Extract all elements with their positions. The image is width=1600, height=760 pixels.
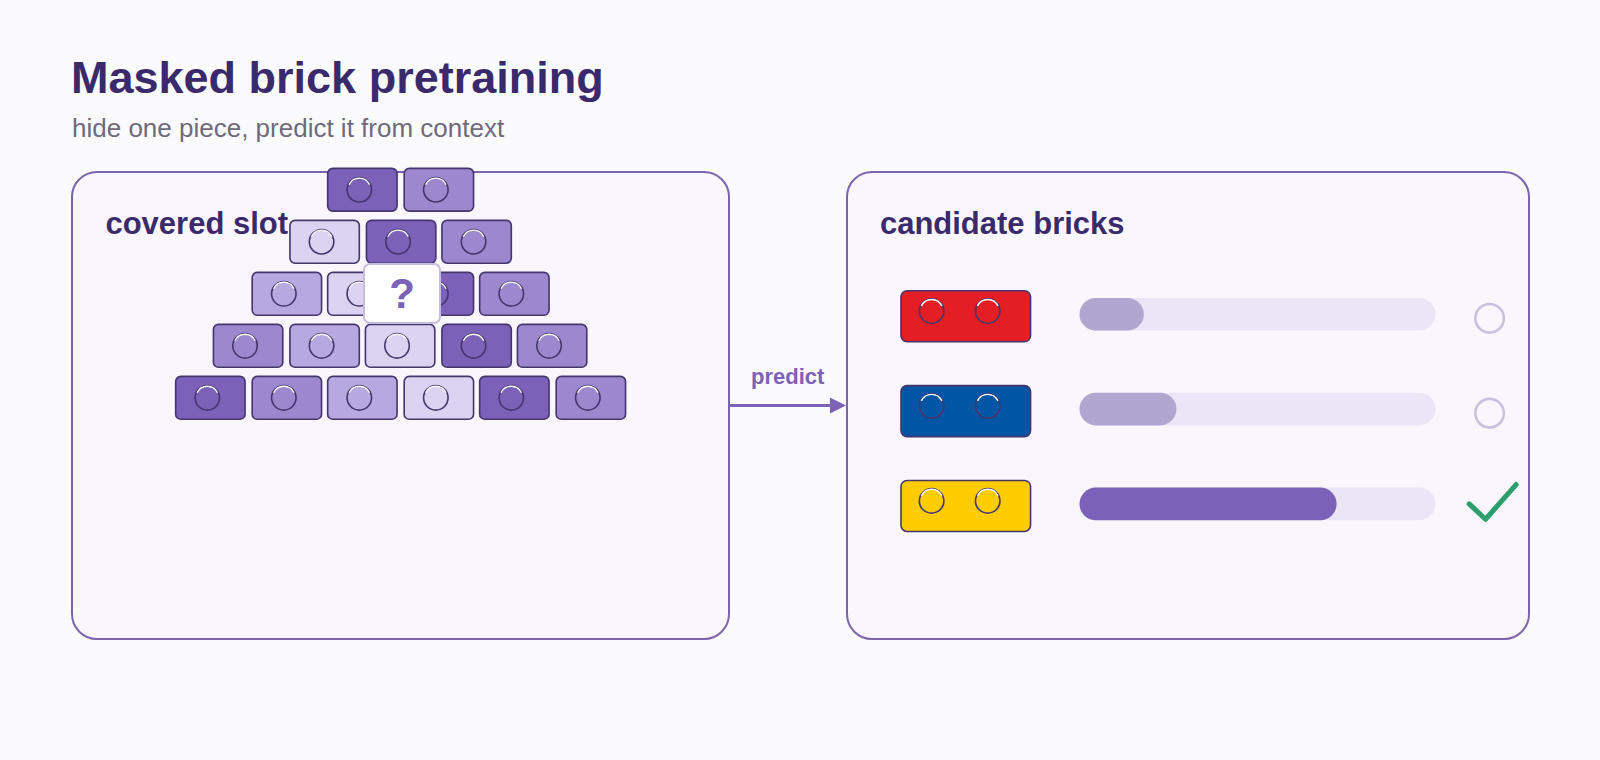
connector-arrow xyxy=(730,398,846,414)
brick xyxy=(480,272,549,315)
bar-fill xyxy=(1080,298,1144,331)
edge-label: predict xyxy=(751,364,824,390)
brick xyxy=(252,272,321,315)
panel-heading: covered slot xyxy=(105,206,288,242)
brick xyxy=(176,376,245,419)
brick xyxy=(213,324,282,367)
arrow-head xyxy=(830,398,846,414)
bar-track xyxy=(1080,488,1436,521)
brick xyxy=(517,324,586,367)
brick xyxy=(404,168,473,211)
bar-track xyxy=(1080,393,1436,426)
mask-symbol: ? xyxy=(389,270,415,318)
connector-line xyxy=(730,404,830,407)
brick xyxy=(290,324,359,367)
brick xyxy=(442,324,511,367)
brick xyxy=(252,376,321,419)
brick xyxy=(328,168,397,211)
panel-heading: candidate bricks xyxy=(880,206,1125,242)
brick xyxy=(480,376,549,419)
brick xyxy=(404,376,473,419)
masked-slot: ? xyxy=(363,263,441,324)
brick xyxy=(442,220,511,263)
candidate-brick xyxy=(901,480,1031,531)
candidate-brick xyxy=(901,386,1031,437)
brick xyxy=(556,376,625,419)
bar-fill xyxy=(1080,393,1177,426)
diagram-title: Masked brick pretraining xyxy=(71,52,604,104)
brick xyxy=(365,324,434,367)
diagram-caption: hide one piece, predict it from context xyxy=(72,113,504,144)
brick xyxy=(328,376,397,419)
brick xyxy=(290,220,359,263)
brick xyxy=(366,220,435,263)
bar-track xyxy=(1080,298,1436,331)
candidate-brick xyxy=(901,291,1031,342)
bar-fill xyxy=(1080,488,1337,521)
